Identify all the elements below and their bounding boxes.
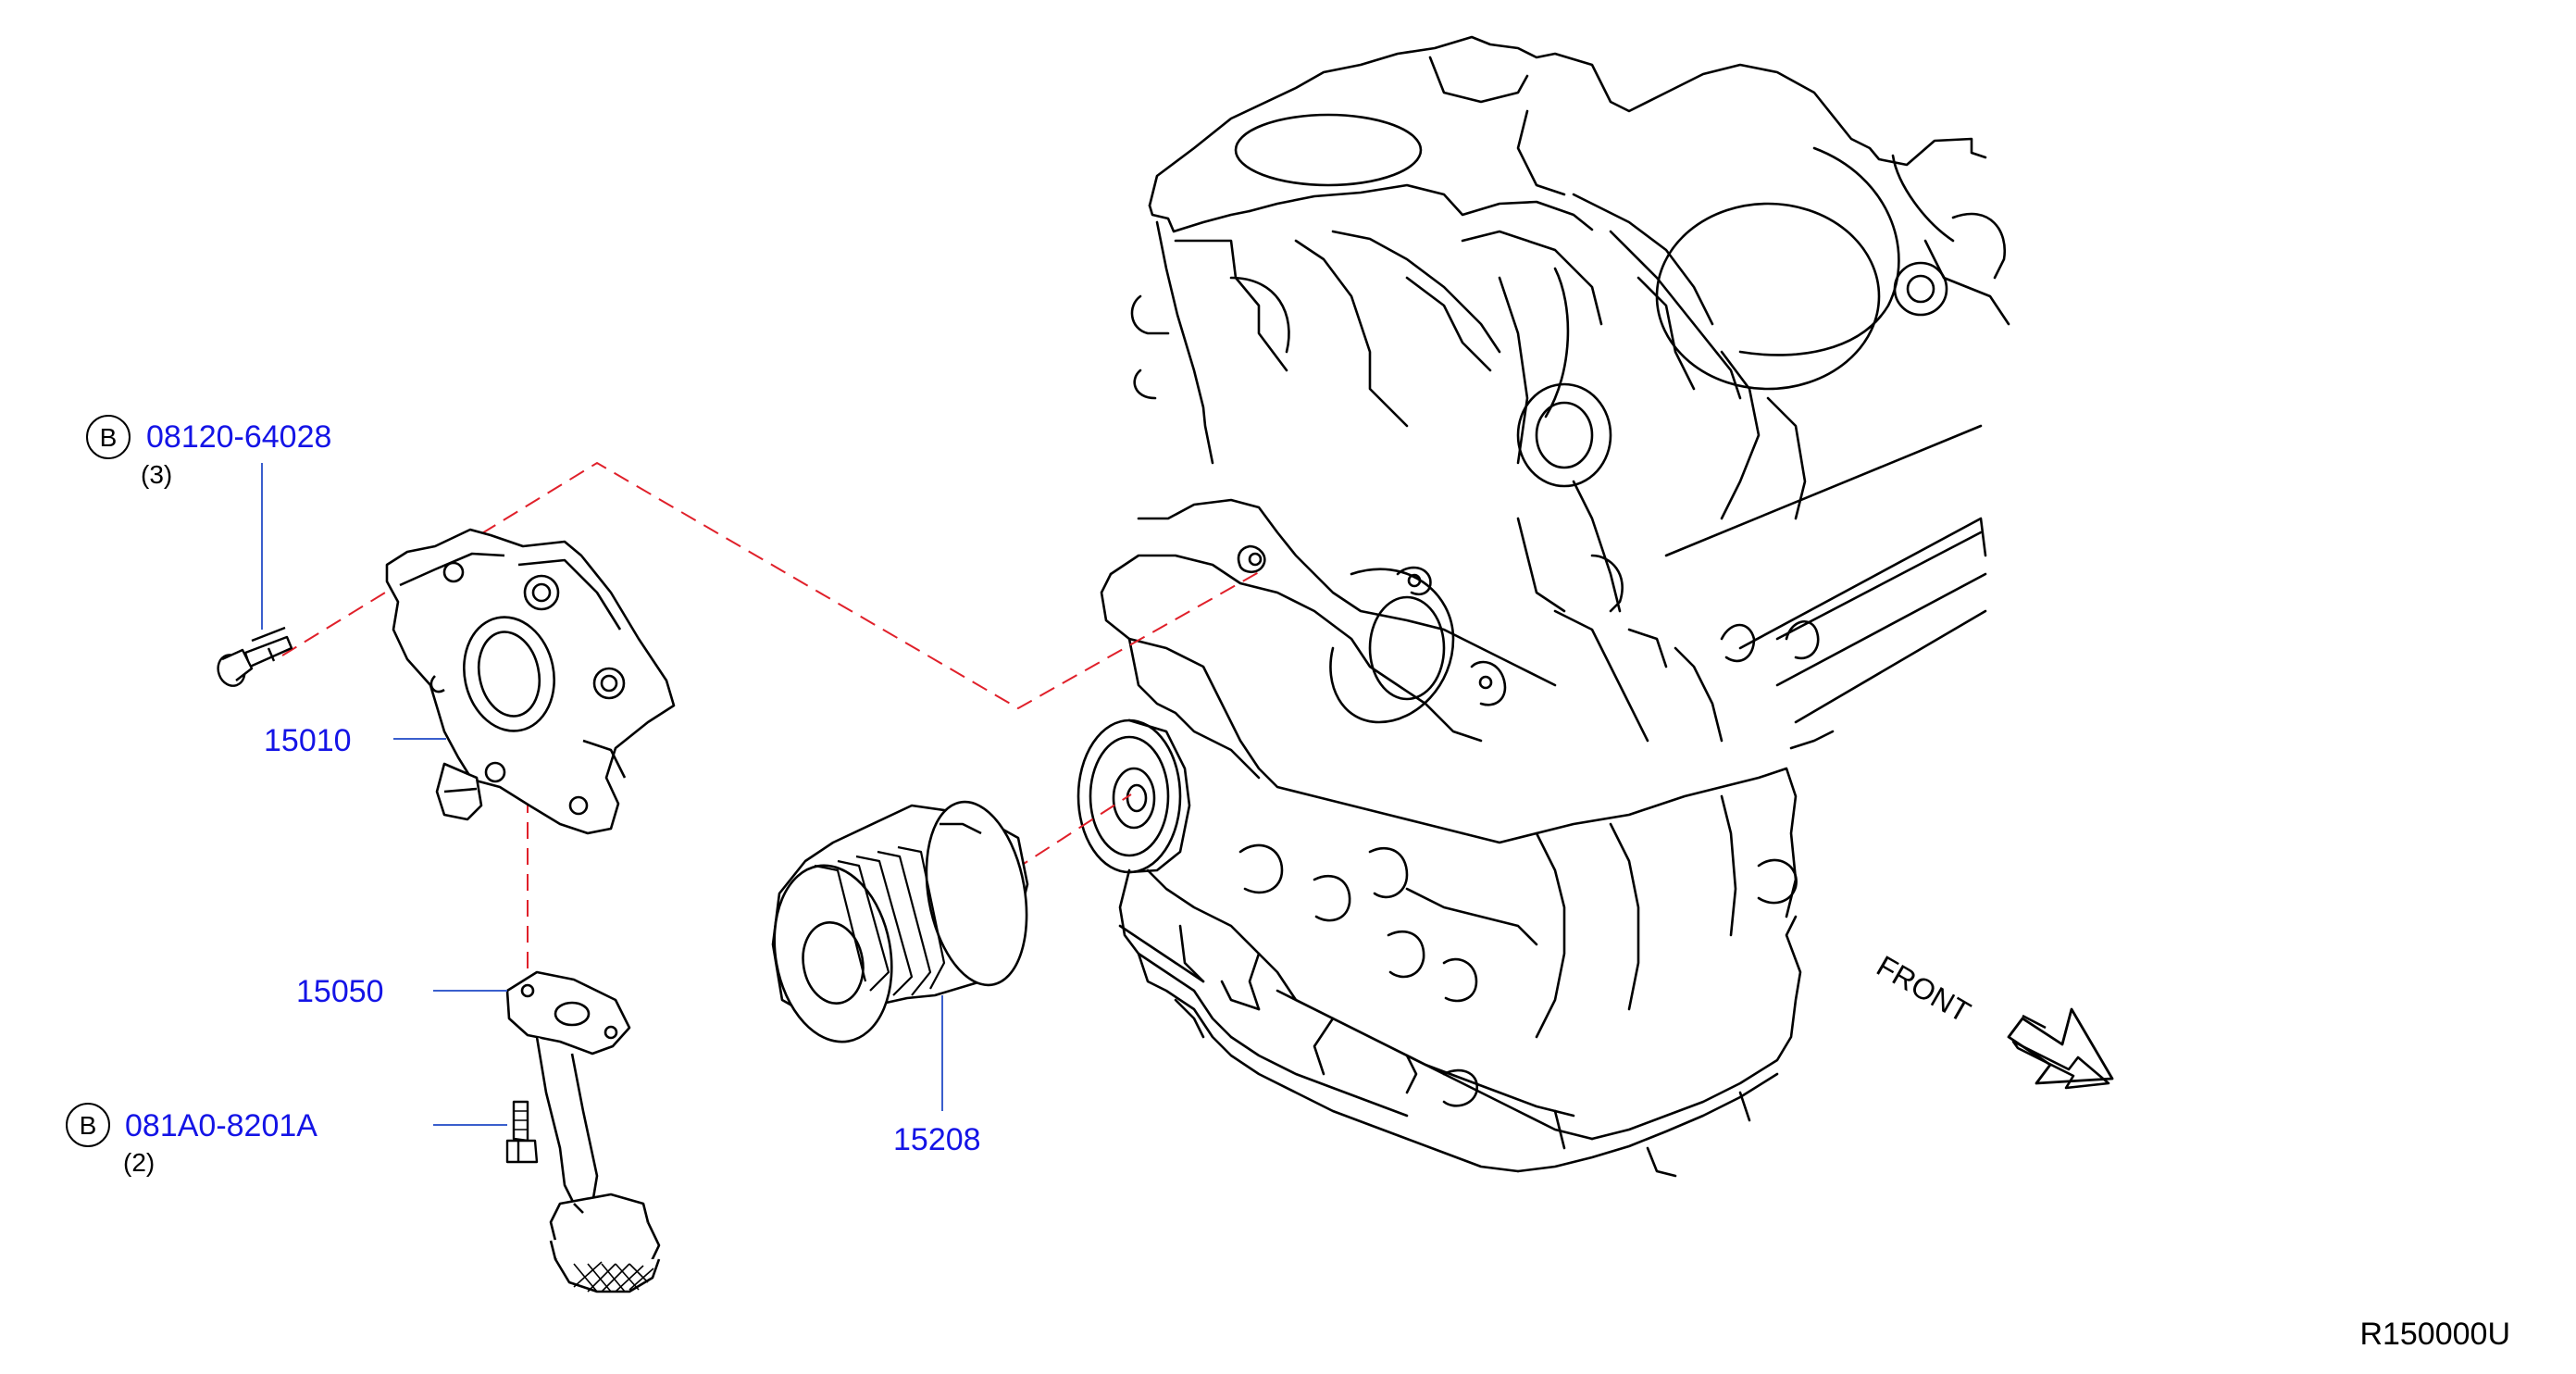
front-label: FRONT: [1872, 949, 1976, 1029]
diagram-code: R150000U: [2359, 1317, 2510, 1352]
part-number-15010[interactable]: 15010: [264, 723, 352, 758]
engine-block: [1076, 35, 2010, 1178]
leader-lines: [261, 463, 943, 1126]
strainer-drawing: [505, 970, 661, 1293]
bolt-upper-drawing: [217, 626, 293, 687]
part-number-081a0-8201a[interactable]: 081A0-8201A: [125, 1108, 317, 1143]
front-indicator: FRONT: [1872, 949, 2114, 1090]
front-arrow-icon: [2011, 1014, 2110, 1090]
bolt-symbol-circle: [66, 1103, 110, 1147]
bolt-symbol-circle: [86, 415, 131, 459]
bolt-symbol-b: B: [100, 423, 118, 452]
bolt-symbol-b: B: [80, 1111, 97, 1140]
oil-filter-drawing: [771, 800, 1029, 1043]
quantity-2: (2): [123, 1148, 155, 1177]
part-number-15208[interactable]: 15208: [893, 1122, 981, 1157]
callout-bolt-upper: B 08120-64028 (3): [86, 415, 331, 489]
quantity-3: (3): [141, 460, 172, 489]
callout-oil-pump: 15010: [264, 723, 352, 758]
front-arrow-outline: [2007, 1007, 2114, 1085]
part-number-15050[interactable]: 15050: [296, 974, 384, 1009]
oil-pump-drawing: [385, 528, 676, 835]
part-number-08120-64028[interactable]: 08120-64028: [146, 419, 331, 455]
alignment-lines: [281, 461, 1260, 989]
callout-strainer: 15050: [296, 974, 384, 1009]
callout-oil-filter: 15208: [893, 1122, 981, 1157]
callout-bolt-lower: B 081A0-8201A (2): [66, 1103, 317, 1177]
bolt-lower-drawing: [505, 1100, 539, 1164]
